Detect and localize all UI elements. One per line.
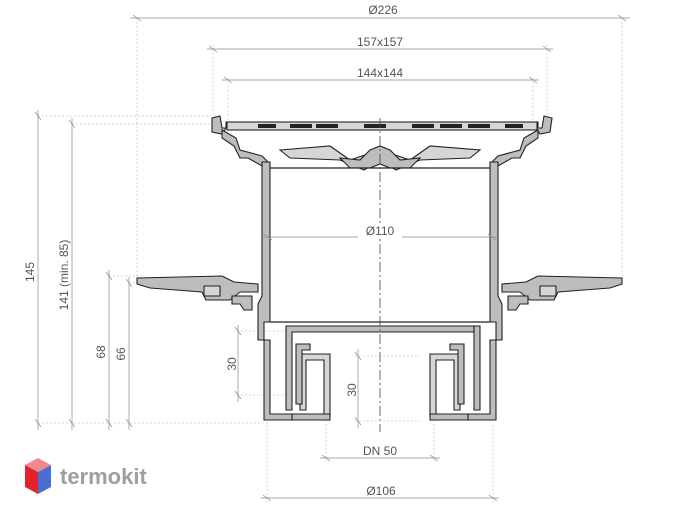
outlet-diameter-label: Ø106 bbox=[366, 484, 396, 498]
grate-slots bbox=[258, 124, 523, 128]
dimension-trap-left: 30 bbox=[225, 325, 290, 402]
total-height-label: 145 bbox=[23, 262, 37, 282]
dimension-trap-center: 30 bbox=[345, 349, 420, 428]
dimension-overall-width: Ø226 bbox=[130, 3, 630, 285]
body-height-label: 141 (min. 85) bbox=[57, 240, 71, 311]
brand-logo: termokit bbox=[25, 458, 147, 494]
dimension-outlet: DN 50 bbox=[320, 420, 440, 462]
trap-left-label: 30 bbox=[225, 357, 239, 371]
dimension-frame-outer: 157x157 bbox=[207, 35, 553, 125]
body-diameter-label: Ø110 bbox=[366, 224, 395, 238]
siphon-trap bbox=[263, 325, 497, 421]
dimension-body-height: 141 (min. 85) bbox=[57, 118, 222, 430]
frame-outer-label: 157x157 bbox=[357, 35, 403, 49]
dimension-flange-68: 68 bbox=[94, 270, 145, 430]
drain-assembly: Ø110 bbox=[136, 115, 623, 432]
flange-68-label: 68 bbox=[94, 345, 108, 359]
frame-inner-label: 144x144 bbox=[357, 66, 403, 80]
flange-66-label: 66 bbox=[114, 347, 128, 361]
dimension-total-height: 145 bbox=[23, 110, 270, 430]
dimension-outlet-diameter: Ø106 bbox=[261, 425, 499, 502]
dimension-body-diameter: Ø110 bbox=[262, 224, 498, 241]
dimension-frame-inner: 144x144 bbox=[222, 66, 539, 125]
hexagon-cube-icon bbox=[25, 458, 51, 494]
dimension-flange-66: 66 bbox=[114, 277, 145, 430]
brand-name: termokit bbox=[60, 464, 147, 489]
trap-center-label: 30 bbox=[345, 383, 359, 397]
flange-left bbox=[136, 275, 259, 311]
outlet-label: DN 50 bbox=[363, 444, 397, 458]
overall-width-label: Ø226 bbox=[368, 3, 398, 17]
flange-right bbox=[501, 275, 623, 311]
